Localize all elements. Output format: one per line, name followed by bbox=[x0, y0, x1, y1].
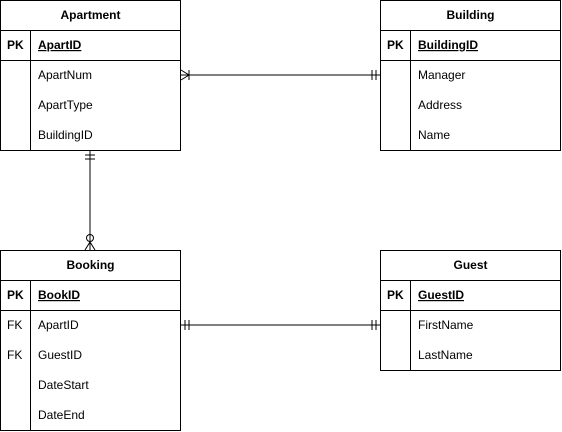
entity-apartment[interactable]: Apartment PK ApartID ApartNum ApartType … bbox=[0, 0, 181, 151]
attribute: ApartNum bbox=[38, 68, 92, 82]
attribute: Manager bbox=[418, 68, 465, 82]
pk-label: PK bbox=[7, 288, 24, 302]
entity-title: Apartment bbox=[60, 8, 120, 22]
crowfoot-many-marker bbox=[180, 69, 190, 81]
relation-apartment-building bbox=[180, 69, 380, 81]
entity-booking[interactable]: Booking PK BookID FK FK ApartID GuestID … bbox=[0, 250, 181, 431]
entity-title: Booking bbox=[67, 258, 115, 272]
fk-label: FK bbox=[7, 348, 22, 362]
attribute: DateStart bbox=[38, 378, 89, 392]
pk-label: PK bbox=[387, 38, 404, 52]
attribute: BuildingID bbox=[38, 128, 93, 142]
pk-attribute: ApartID bbox=[38, 38, 82, 52]
entity-guest[interactable]: Guest PK GuestID FirstName LastName bbox=[380, 250, 561, 371]
attribute: Name bbox=[418, 128, 450, 142]
entity-title: Building bbox=[447, 8, 495, 22]
one-only-marker bbox=[371, 320, 377, 330]
pk-attribute: GuestID bbox=[418, 288, 464, 302]
attribute: ApartID bbox=[38, 318, 79, 332]
pk-attribute: BookID bbox=[38, 288, 80, 302]
attribute: LastName bbox=[418, 348, 473, 362]
relation-apartment-booking bbox=[84, 151, 96, 251]
attribute: ApartType bbox=[38, 98, 93, 112]
one-only-marker bbox=[85, 154, 95, 160]
attribute: GuestID bbox=[38, 348, 82, 362]
attribute: FirstName bbox=[418, 318, 474, 332]
pk-label: PK bbox=[387, 288, 404, 302]
pk-label: PK bbox=[7, 38, 24, 52]
entity-building[interactable]: Building PK BuildingID Manager Address N… bbox=[380, 0, 561, 151]
pk-attribute: BuildingID bbox=[418, 38, 478, 52]
one-only-marker bbox=[184, 320, 190, 330]
crowfoot-many-marker bbox=[84, 241, 96, 251]
attribute: DateEnd bbox=[38, 408, 85, 422]
fk-label: FK bbox=[7, 318, 22, 332]
relation-booking-guest bbox=[181, 320, 380, 330]
attribute: Address bbox=[418, 98, 462, 112]
one-only-marker bbox=[371, 70, 377, 80]
entity-title: Guest bbox=[453, 258, 487, 272]
